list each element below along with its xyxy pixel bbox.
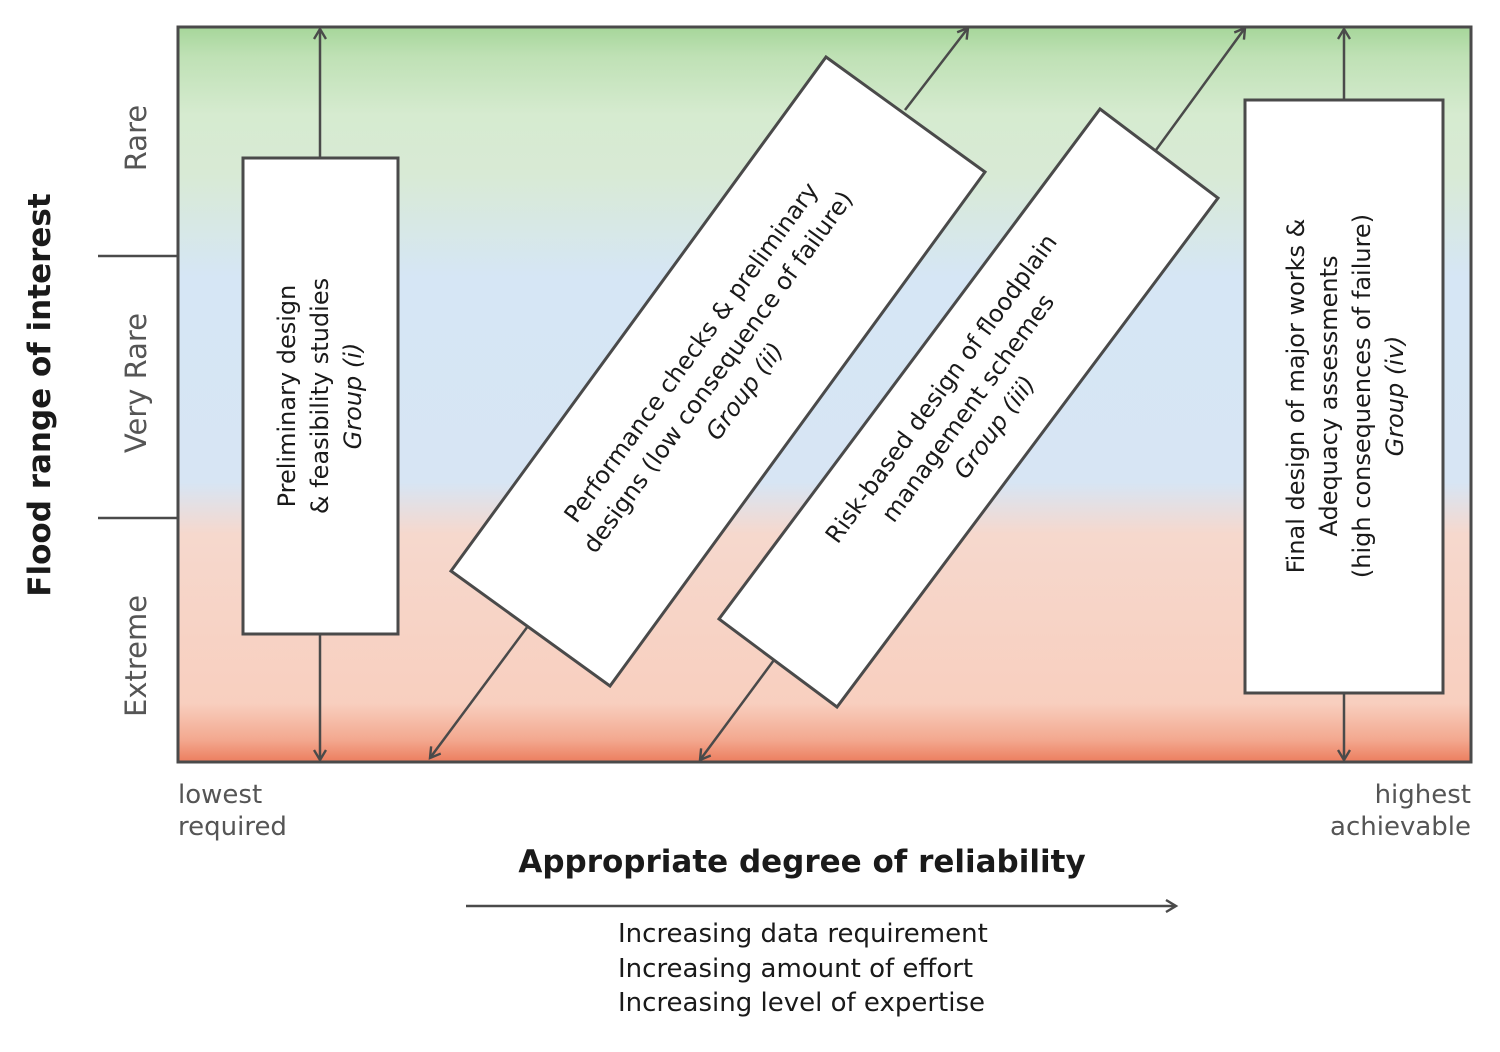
band-label-extreme: Extreme [119,595,153,717]
group-iii-arrow-up [1154,28,1245,151]
group-iv: Final design of major works & Adequacy a… [1243,29,1445,760]
group-i-line1: Preliminary design [273,285,301,508]
x-axis-low-line1: lowest [178,780,262,810]
band-label-rare: Rare [119,105,153,171]
x-axis-high-line2: achievable [1330,812,1471,842]
x-axis-title: Appropriate degree of reliability [518,844,1085,880]
y-axis-title: Flood range of interest [22,193,58,597]
group-iii-box [716,106,1221,710]
x-axis-low-line2: required [178,812,287,842]
trend-note-effort: Increasing amount of effort [618,954,973,984]
group-ii-arrow-up [904,28,968,111]
x-axis-high-line1: highest [1375,780,1471,810]
group-i-group: Group (i) [339,343,367,450]
trend-note-expertise: Increasing level of expertise [618,988,985,1018]
group-ii-box [448,54,988,689]
group-iv-group: Group (iv) [1381,336,1409,457]
group-iv-line3: (high consequences of failure) [1348,214,1376,578]
band-label-very-rare: Very Rare [119,313,153,453]
group-i-line2: & feasibility studies [306,278,334,514]
group-i: Preliminary design & feasibility studies… [241,29,400,760]
group-ii-arrow-down [430,625,530,758]
group-i-box [241,156,400,636]
group-iv-box [1243,98,1445,695]
group-iv-line1: Final design of major works & [1282,219,1310,574]
group-iv-line2: Adequacy assessments [1315,256,1343,537]
trend-note-data: Increasing data requirement [618,919,988,949]
group-iii-arrow-down [700,659,776,760]
